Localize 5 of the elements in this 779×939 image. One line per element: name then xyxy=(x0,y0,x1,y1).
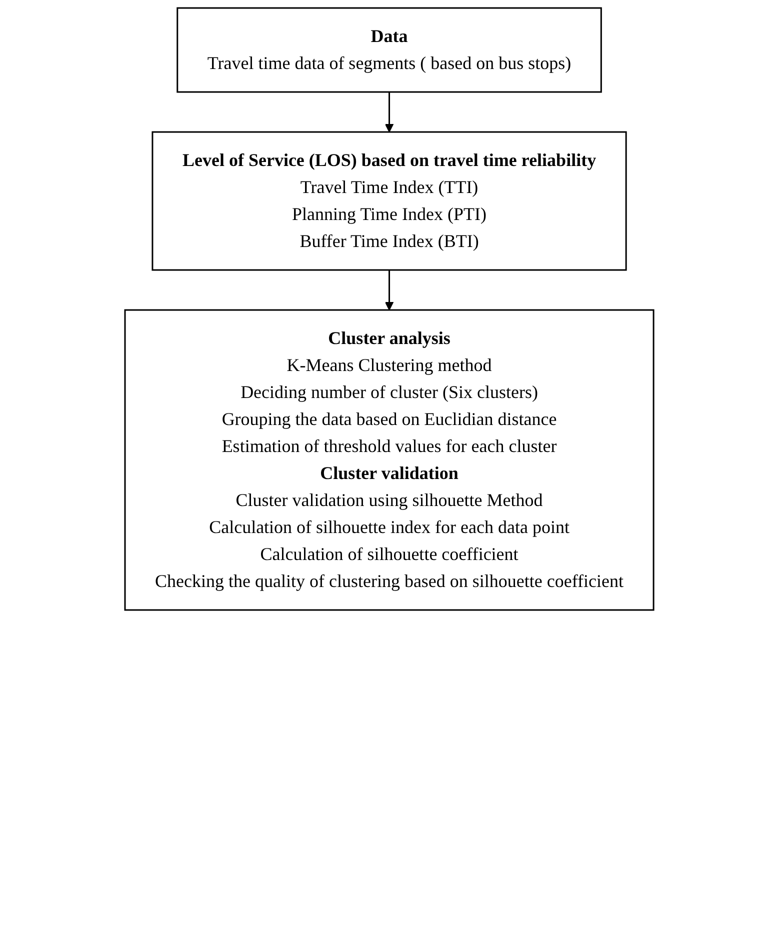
node-box: Data Travel time data of segments ( based on bus stops) xyxy=(176,7,602,93)
arrow xyxy=(385,270,394,310)
node-box: Cluster analysis K-Means Clustering method Deciding number of cluster (Six clusters) Grouping the data based on Euclidian distance Estimation of threshold values for each cluster Cluster validation Cluster validation using silhouette Method Calculation of silhouette index for each data point Calculation of silhouette coefficient Checking the quality of clustering based on silhouette coefficient xyxy=(124,309,655,611)
arrow xyxy=(385,92,394,132)
node-box: Level of Service (LOS) based on travel time reliability Travel Time Index (TTI) Planning Time Index (PTI) Buffer Time Index (BTI) xyxy=(152,131,628,271)
